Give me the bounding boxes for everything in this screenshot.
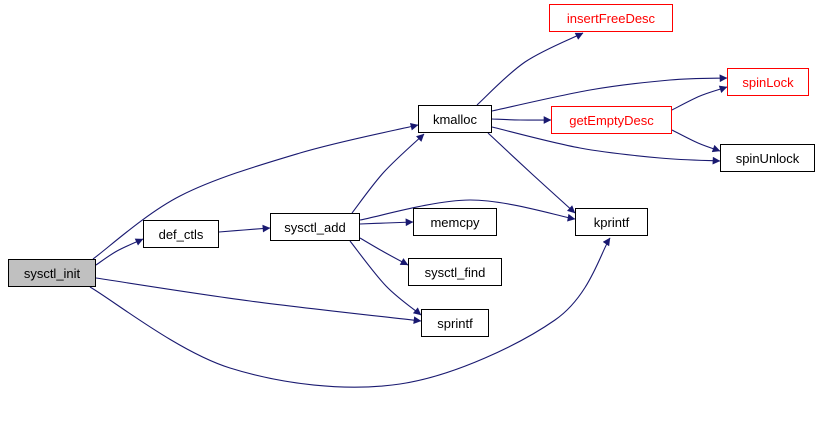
node-label: def_ctls — [158, 226, 204, 242]
edge-sysctl_init-kprintf — [89, 237, 611, 388]
node-label: getEmptyDesc — [569, 112, 654, 128]
node-label: sysctl_add — [284, 219, 346, 235]
edge-sysctl_add-sysctl_find — [359, 237, 409, 266]
node-label: kmalloc — [432, 111, 478, 127]
node-getEmptyDesc[interactable]: getEmptyDesc — [551, 106, 672, 134]
node-insertFreeDesc[interactable]: insertFreeDesc — [549, 4, 673, 32]
edge-getEmptyDesc-spinUnlock — [671, 129, 721, 153]
node-memcpy[interactable]: memcpy — [413, 208, 497, 236]
node-kprintf[interactable]: kprintf — [575, 208, 648, 236]
edge-sysctl_init-sprintf — [95, 277, 422, 324]
node-sysctl_init[interactable]: sysctl_init — [8, 259, 96, 287]
node-spinUnlock[interactable]: spinUnlock — [720, 144, 815, 172]
node-kmalloc[interactable]: kmalloc — [418, 105, 492, 133]
node-sprintf[interactable]: sprintf — [421, 309, 489, 337]
node-sysctl_find[interactable]: sysctl_find — [408, 258, 502, 286]
edge-sysctl_add-sprintf — [349, 240, 422, 316]
edge-sysctl_init-def_ctls — [95, 238, 144, 266]
node-sysctl_add[interactable]: sysctl_add — [270, 213, 360, 241]
node-label: sysctl_find — [424, 264, 486, 280]
node-label: sysctl_init — [23, 265, 81, 281]
edge-sysctl_add-kprintf — [359, 199, 576, 222]
node-label: insertFreeDesc — [566, 10, 656, 26]
edge-def_ctls-sysctl_add — [218, 224, 271, 233]
edge-sysctl_add-kmalloc — [351, 133, 425, 214]
node-label: spinUnlock — [735, 150, 800, 166]
edge-kmalloc-spinUnlock — [491, 126, 721, 165]
edge-sysctl_add-memcpy — [359, 218, 414, 227]
edge-kmalloc-kprintf — [487, 132, 576, 214]
node-label: kprintf — [593, 214, 630, 230]
node-label: spinLock — [742, 74, 794, 90]
edge-sysctl_init-kmalloc — [92, 122, 419, 260]
node-label: sprintf — [437, 315, 473, 331]
edge-getEmptyDesc-spinLock — [671, 85, 728, 111]
edge-kmalloc-getEmptyDesc — [491, 116, 552, 124]
edge-kmalloc-insertFreeDesc — [476, 32, 584, 106]
node-def_ctls[interactable]: def_ctls — [143, 220, 219, 248]
node-label: memcpy — [430, 214, 480, 230]
edge-kmalloc-spinLock — [491, 74, 728, 112]
node-spinLock[interactable]: spinLock — [727, 68, 809, 96]
